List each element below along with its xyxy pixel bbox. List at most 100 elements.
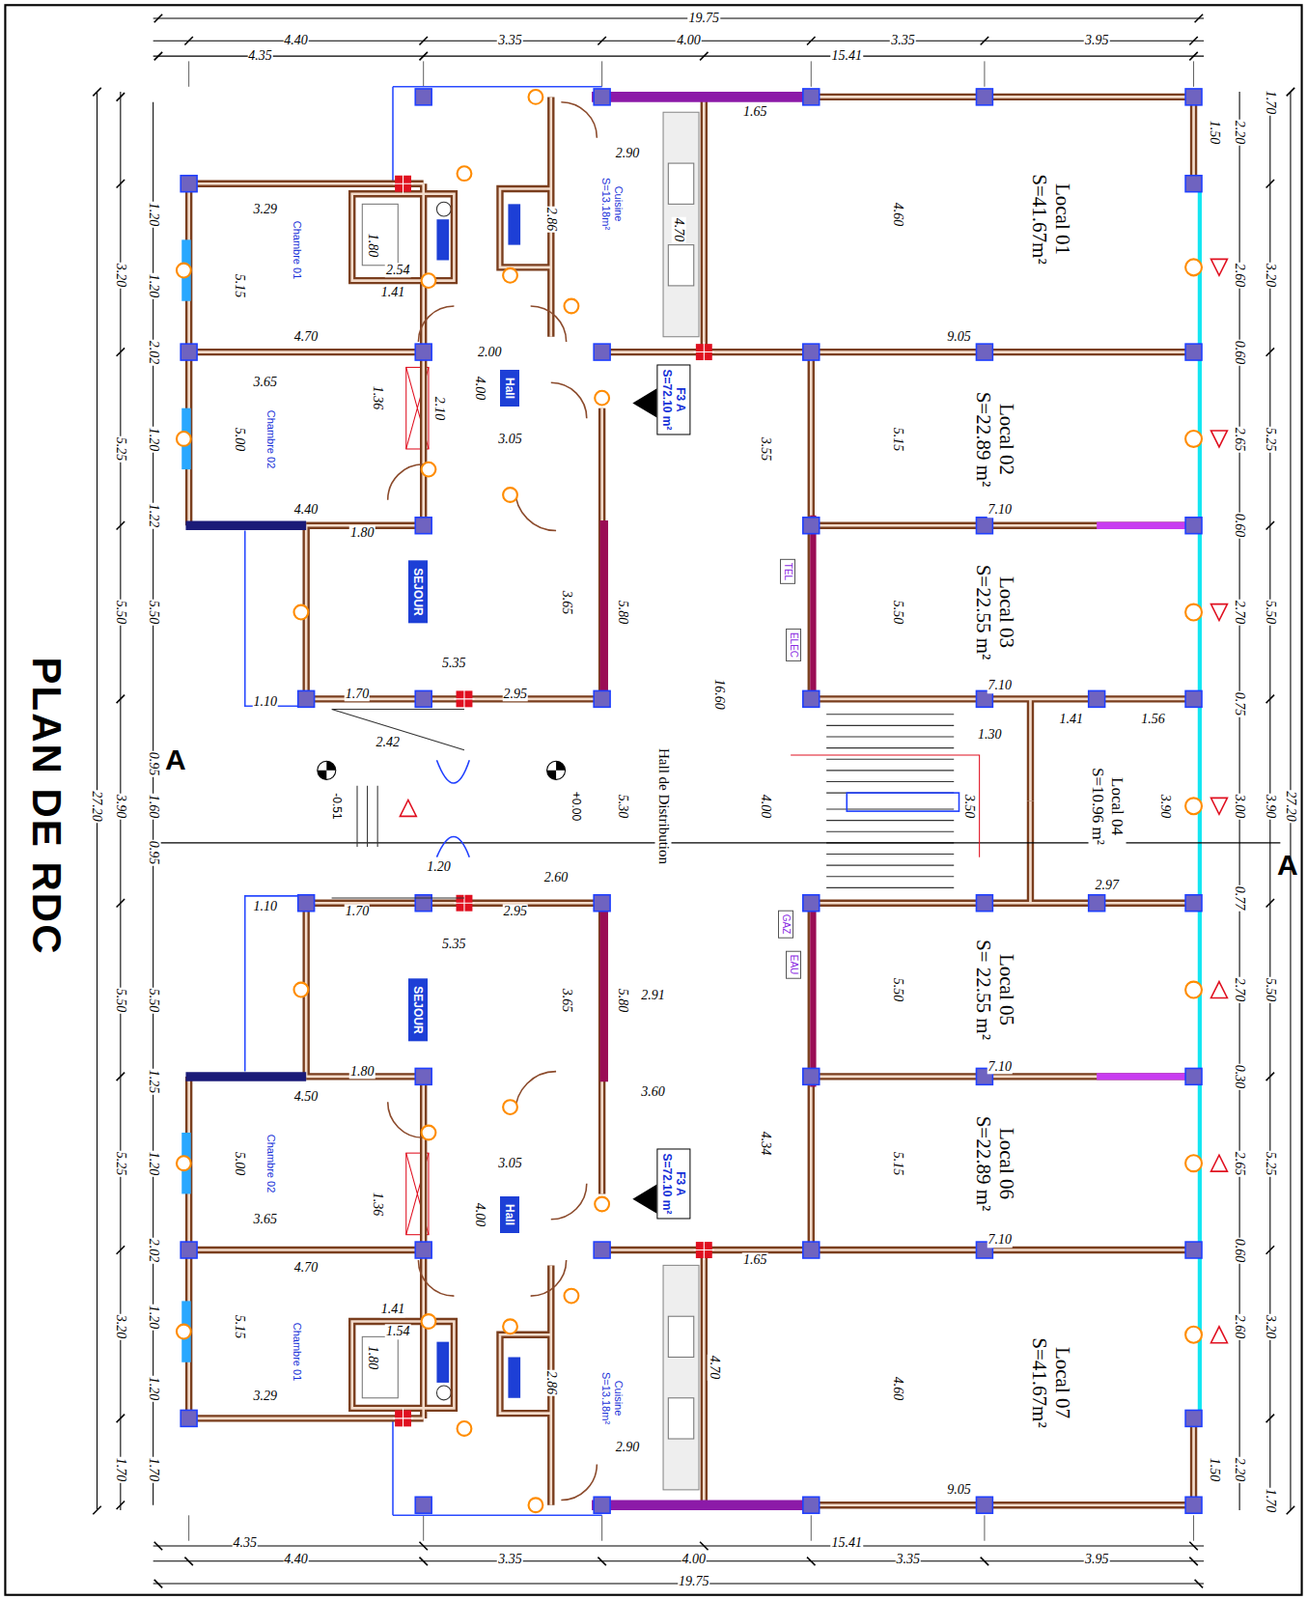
room-name: Cuisine bbox=[611, 177, 625, 230]
dimension: 2.95 bbox=[502, 686, 529, 701]
stair-and-entry bbox=[147, 708, 1280, 898]
dimension: 1.22 bbox=[145, 502, 161, 529]
dimension: 2.90 bbox=[614, 145, 641, 161]
dimension: 5.50 bbox=[145, 599, 161, 626]
room-area-value: S=22.89 m² bbox=[971, 1115, 995, 1212]
dimension: 3.29 bbox=[252, 201, 279, 217]
room-label: SEJOUR bbox=[408, 978, 428, 1042]
dimension: 5.50 bbox=[889, 599, 905, 626]
dimension: 3.90 bbox=[112, 793, 128, 820]
dimension: 0.75 bbox=[1232, 691, 1248, 718]
dimension: 5.00 bbox=[232, 1150, 248, 1177]
dimension: 27.20 bbox=[1282, 789, 1298, 823]
section-mark: A bbox=[164, 743, 188, 777]
dimension: 4.60 bbox=[889, 201, 905, 228]
dimension: 1.20 bbox=[145, 273, 161, 300]
dimension: 5.15 bbox=[889, 1150, 905, 1177]
room-name: F3 A bbox=[673, 1153, 688, 1215]
room-label: Local 02S=22.89 m² bbox=[971, 389, 1018, 489]
dimension: 5.50 bbox=[112, 599, 128, 626]
dimension: 1.80 bbox=[349, 1063, 376, 1079]
dimension: 3.50 bbox=[961, 793, 976, 820]
dimension: 3.20 bbox=[112, 1313, 128, 1340]
dimension: 5.25 bbox=[1262, 425, 1278, 452]
dimension: 2.02 bbox=[145, 1237, 161, 1264]
dimension: 19.75 bbox=[677, 1574, 711, 1589]
dimension: 5.35 bbox=[441, 655, 468, 670]
dimension: 3.65 bbox=[252, 375, 279, 390]
dimension: 1.41 bbox=[380, 285, 407, 301]
dimension: 4.00 bbox=[472, 1201, 487, 1228]
room-name: Hall bbox=[500, 1195, 520, 1233]
room-name: Local 02 bbox=[995, 390, 1019, 487]
level-mark: -0.51 bbox=[330, 791, 344, 820]
service-duct: EAU bbox=[785, 950, 802, 979]
dimension: 2.20 bbox=[1232, 119, 1248, 146]
dimension: 0.30 bbox=[1232, 1063, 1248, 1090]
room-label: CuisineS=13.18m² bbox=[599, 1369, 625, 1426]
dimension: 3.35 bbox=[497, 33, 524, 49]
dimension: 7.10 bbox=[987, 502, 1014, 518]
dimension: 3.35 bbox=[889, 33, 917, 49]
dimension: 2.60 bbox=[1232, 1313, 1248, 1340]
dimension: 2.00 bbox=[476, 344, 503, 360]
plan-half-mirror bbox=[153, 801, 1228, 1588]
dimension: 2.90 bbox=[614, 1439, 641, 1454]
dimension: 7.10 bbox=[987, 678, 1014, 694]
room-label: Hall bbox=[500, 369, 520, 407]
room-area-value: S=13.18m² bbox=[599, 177, 612, 230]
dimension: 5.50 bbox=[1262, 976, 1278, 1003]
dimension: 4.35 bbox=[247, 48, 274, 63]
dimension: 1.20 bbox=[145, 1150, 161, 1177]
dimension: 1.70 bbox=[1262, 1487, 1278, 1514]
dimension: 5.80 bbox=[614, 987, 630, 1014]
level-mark: +0.00 bbox=[569, 790, 584, 822]
room-label: Chambre 02 bbox=[263, 407, 277, 471]
room-area-value: S=10.96 m² bbox=[1087, 767, 1108, 845]
room-name: Cuisine bbox=[611, 1371, 625, 1424]
dimension: 4.00 bbox=[757, 793, 773, 820]
commercial-unit: Local 06S=22.89 m² bbox=[810, 1076, 1194, 1251]
dimension: 5.15 bbox=[232, 273, 248, 300]
room-name: Local 06 bbox=[995, 1115, 1019, 1212]
dimension: 4.40 bbox=[293, 502, 320, 518]
dimension: 2.65 bbox=[1232, 1150, 1248, 1177]
service-duct: TEL bbox=[779, 558, 796, 584]
dimension: 3.20 bbox=[1262, 262, 1278, 289]
room-label: Local 06S=22.89 m² bbox=[971, 1113, 1018, 1214]
dimension: 5.50 bbox=[1262, 599, 1278, 626]
dimension: 3.55 bbox=[757, 436, 773, 463]
room-name: Local 03 bbox=[995, 564, 1019, 661]
room-label: CuisineS=13.18m² bbox=[599, 175, 625, 232]
room-label: Local 07S=41.67m² bbox=[1028, 1335, 1075, 1430]
dimension: 4.70 bbox=[670, 217, 686, 244]
room-area-value: S=22.89 m² bbox=[971, 390, 995, 487]
dimension: 4.40 bbox=[282, 1551, 309, 1566]
room-name: EAU bbox=[787, 954, 800, 975]
dimension-lines bbox=[92, 87, 1295, 1514]
dimension: 3.35 bbox=[497, 1551, 524, 1566]
room-name: Chambre 02 bbox=[263, 409, 277, 469]
room-area: Chambre 02 bbox=[189, 352, 424, 527]
dimension: 5.30 bbox=[614, 793, 630, 820]
dimension: 7.10 bbox=[987, 1058, 1014, 1074]
room-area-value: S=72.10 m² bbox=[659, 1153, 673, 1215]
room-name: GAZ bbox=[779, 913, 792, 934]
dimension: 2.60 bbox=[1232, 262, 1248, 289]
dimension: 1.65 bbox=[742, 105, 769, 120]
dimension: 3.95 bbox=[1084, 1551, 1111, 1566]
room-area-value: S=13.18m² bbox=[599, 1371, 612, 1424]
dimension: 3.65 bbox=[558, 987, 574, 1014]
dimension: 4.35 bbox=[231, 1534, 258, 1550]
dimension: 5.35 bbox=[441, 936, 468, 951]
dimension: 4.40 bbox=[282, 33, 309, 49]
dimension: 2.86 bbox=[543, 1369, 558, 1396]
room-area-value: S=22.55 m² bbox=[971, 564, 995, 661]
dimension: 3.65 bbox=[252, 1211, 279, 1226]
dimension: 1.70 bbox=[112, 1456, 128, 1483]
dimension: 2.86 bbox=[543, 206, 558, 233]
dimension: 1.36 bbox=[369, 385, 385, 412]
room-label: Local 04S=10.96 m² bbox=[1087, 765, 1126, 847]
service-duct: GAZ bbox=[778, 909, 794, 938]
dimension: 4.00 bbox=[681, 1551, 708, 1566]
